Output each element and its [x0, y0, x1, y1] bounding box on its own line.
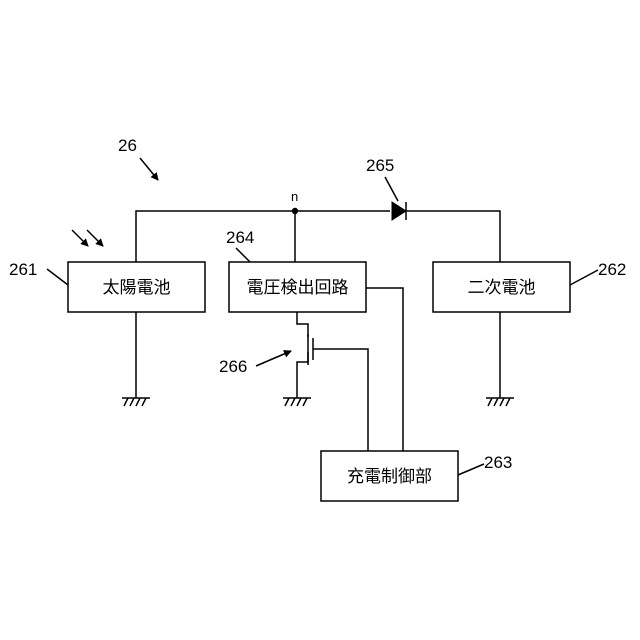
voltage-detector-leader-line — [236, 248, 250, 262]
figure-ref-label: 26 — [118, 136, 137, 155]
solar-cell-ref-label: 261 — [9, 260, 37, 279]
ground-symbol-transistor — [283, 398, 311, 406]
transistor-leader-line — [256, 351, 291, 366]
light-arrow-2 — [87, 230, 103, 246]
secondary-battery-ref-label: 262 — [598, 260, 626, 279]
detector-to-controller-wire — [366, 288, 403, 451]
figure-ref-arrow — [140, 158, 158, 180]
top-rail-wire — [136, 211, 390, 262]
ground-symbol-battery — [486, 398, 514, 406]
diode-ref-label: 265 — [366, 156, 394, 175]
charge-controller-leader-line — [458, 464, 484, 475]
secondary-battery-label: 二次電池 — [468, 278, 536, 298]
node-n-label: n — [291, 189, 298, 204]
diode-leader-line — [385, 177, 398, 201]
charge-controller-label: 充電制御部 — [347, 467, 432, 487]
transistor-symbol — [297, 312, 368, 451]
voltage-detector-ref-label: 264 — [226, 228, 254, 247]
solar-cell-label: 太陽電池 — [103, 278, 171, 298]
diode-symbol — [392, 202, 406, 220]
secondary-battery-leader-line — [570, 270, 598, 285]
ground-symbol-solar — [122, 398, 150, 406]
top-rail-wire-right — [406, 211, 500, 262]
voltage-detector-label: 電圧検出回路 — [247, 278, 349, 298]
solar-cell-leader-line — [47, 269, 68, 285]
transistor-ref-label: 266 — [219, 357, 247, 376]
light-arrow-1 — [72, 230, 88, 246]
charge-controller-ref-label: 263 — [484, 453, 512, 472]
